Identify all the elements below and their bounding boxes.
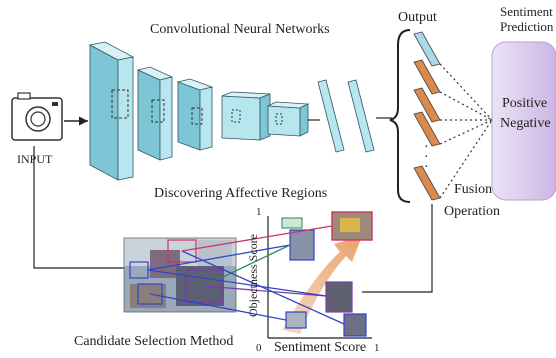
fusion-lines [439, 63, 493, 199]
fc-layer-1 [317, 79, 345, 153]
cnn-layer-3 [176, 78, 214, 151]
cnn-layer-4 [221, 91, 271, 141]
discovering-label: Discovering Affective Regions [154, 186, 328, 201]
output-dots-2: · [424, 150, 429, 165]
cnn-layer-2 [136, 66, 174, 161]
input-down-connector [33, 146, 124, 269]
output-dots-1: · [424, 140, 429, 155]
sentiment-score-label: Sentiment Score [274, 340, 367, 355]
candidate-label: Candidate Selection Method [74, 334, 234, 349]
axis-zero: 0 [256, 342, 262, 354]
sentiment-prediction-box [491, 41, 556, 201]
fusion-label-1: Fusion [454, 182, 493, 197]
region-links [147, 225, 345, 325]
camera-icon [11, 92, 63, 141]
cnn-layer-5 [266, 101, 310, 137]
cnn-title: Convolutional Neural Networks [150, 22, 330, 37]
sentiment-prediction-title-1: Sentiment [500, 4, 553, 19]
output-brace [389, 29, 411, 203]
axis-one-top: 1 [256, 206, 262, 218]
cnn-layer-1 [88, 41, 135, 181]
axis-one-right: 1 [374, 342, 380, 354]
output-label: Output [398, 10, 437, 25]
objectness-score-label: Objectness Score [245, 234, 260, 317]
output-down-connector [362, 204, 433, 293]
fc-layer-2 [347, 79, 375, 153]
fusion-label-2: Operation [444, 204, 500, 219]
output-dots-3: · [424, 160, 429, 175]
output-neurons [413, 31, 441, 201]
region-thumbnails [281, 211, 373, 337]
affective-arrow-band [282, 236, 362, 334]
input-label: INPUT [17, 152, 53, 166]
negative-label: Negative [500, 116, 551, 131]
positive-label: Positive [502, 96, 548, 111]
sentiment-prediction-title-2: Prediction [500, 19, 554, 34]
